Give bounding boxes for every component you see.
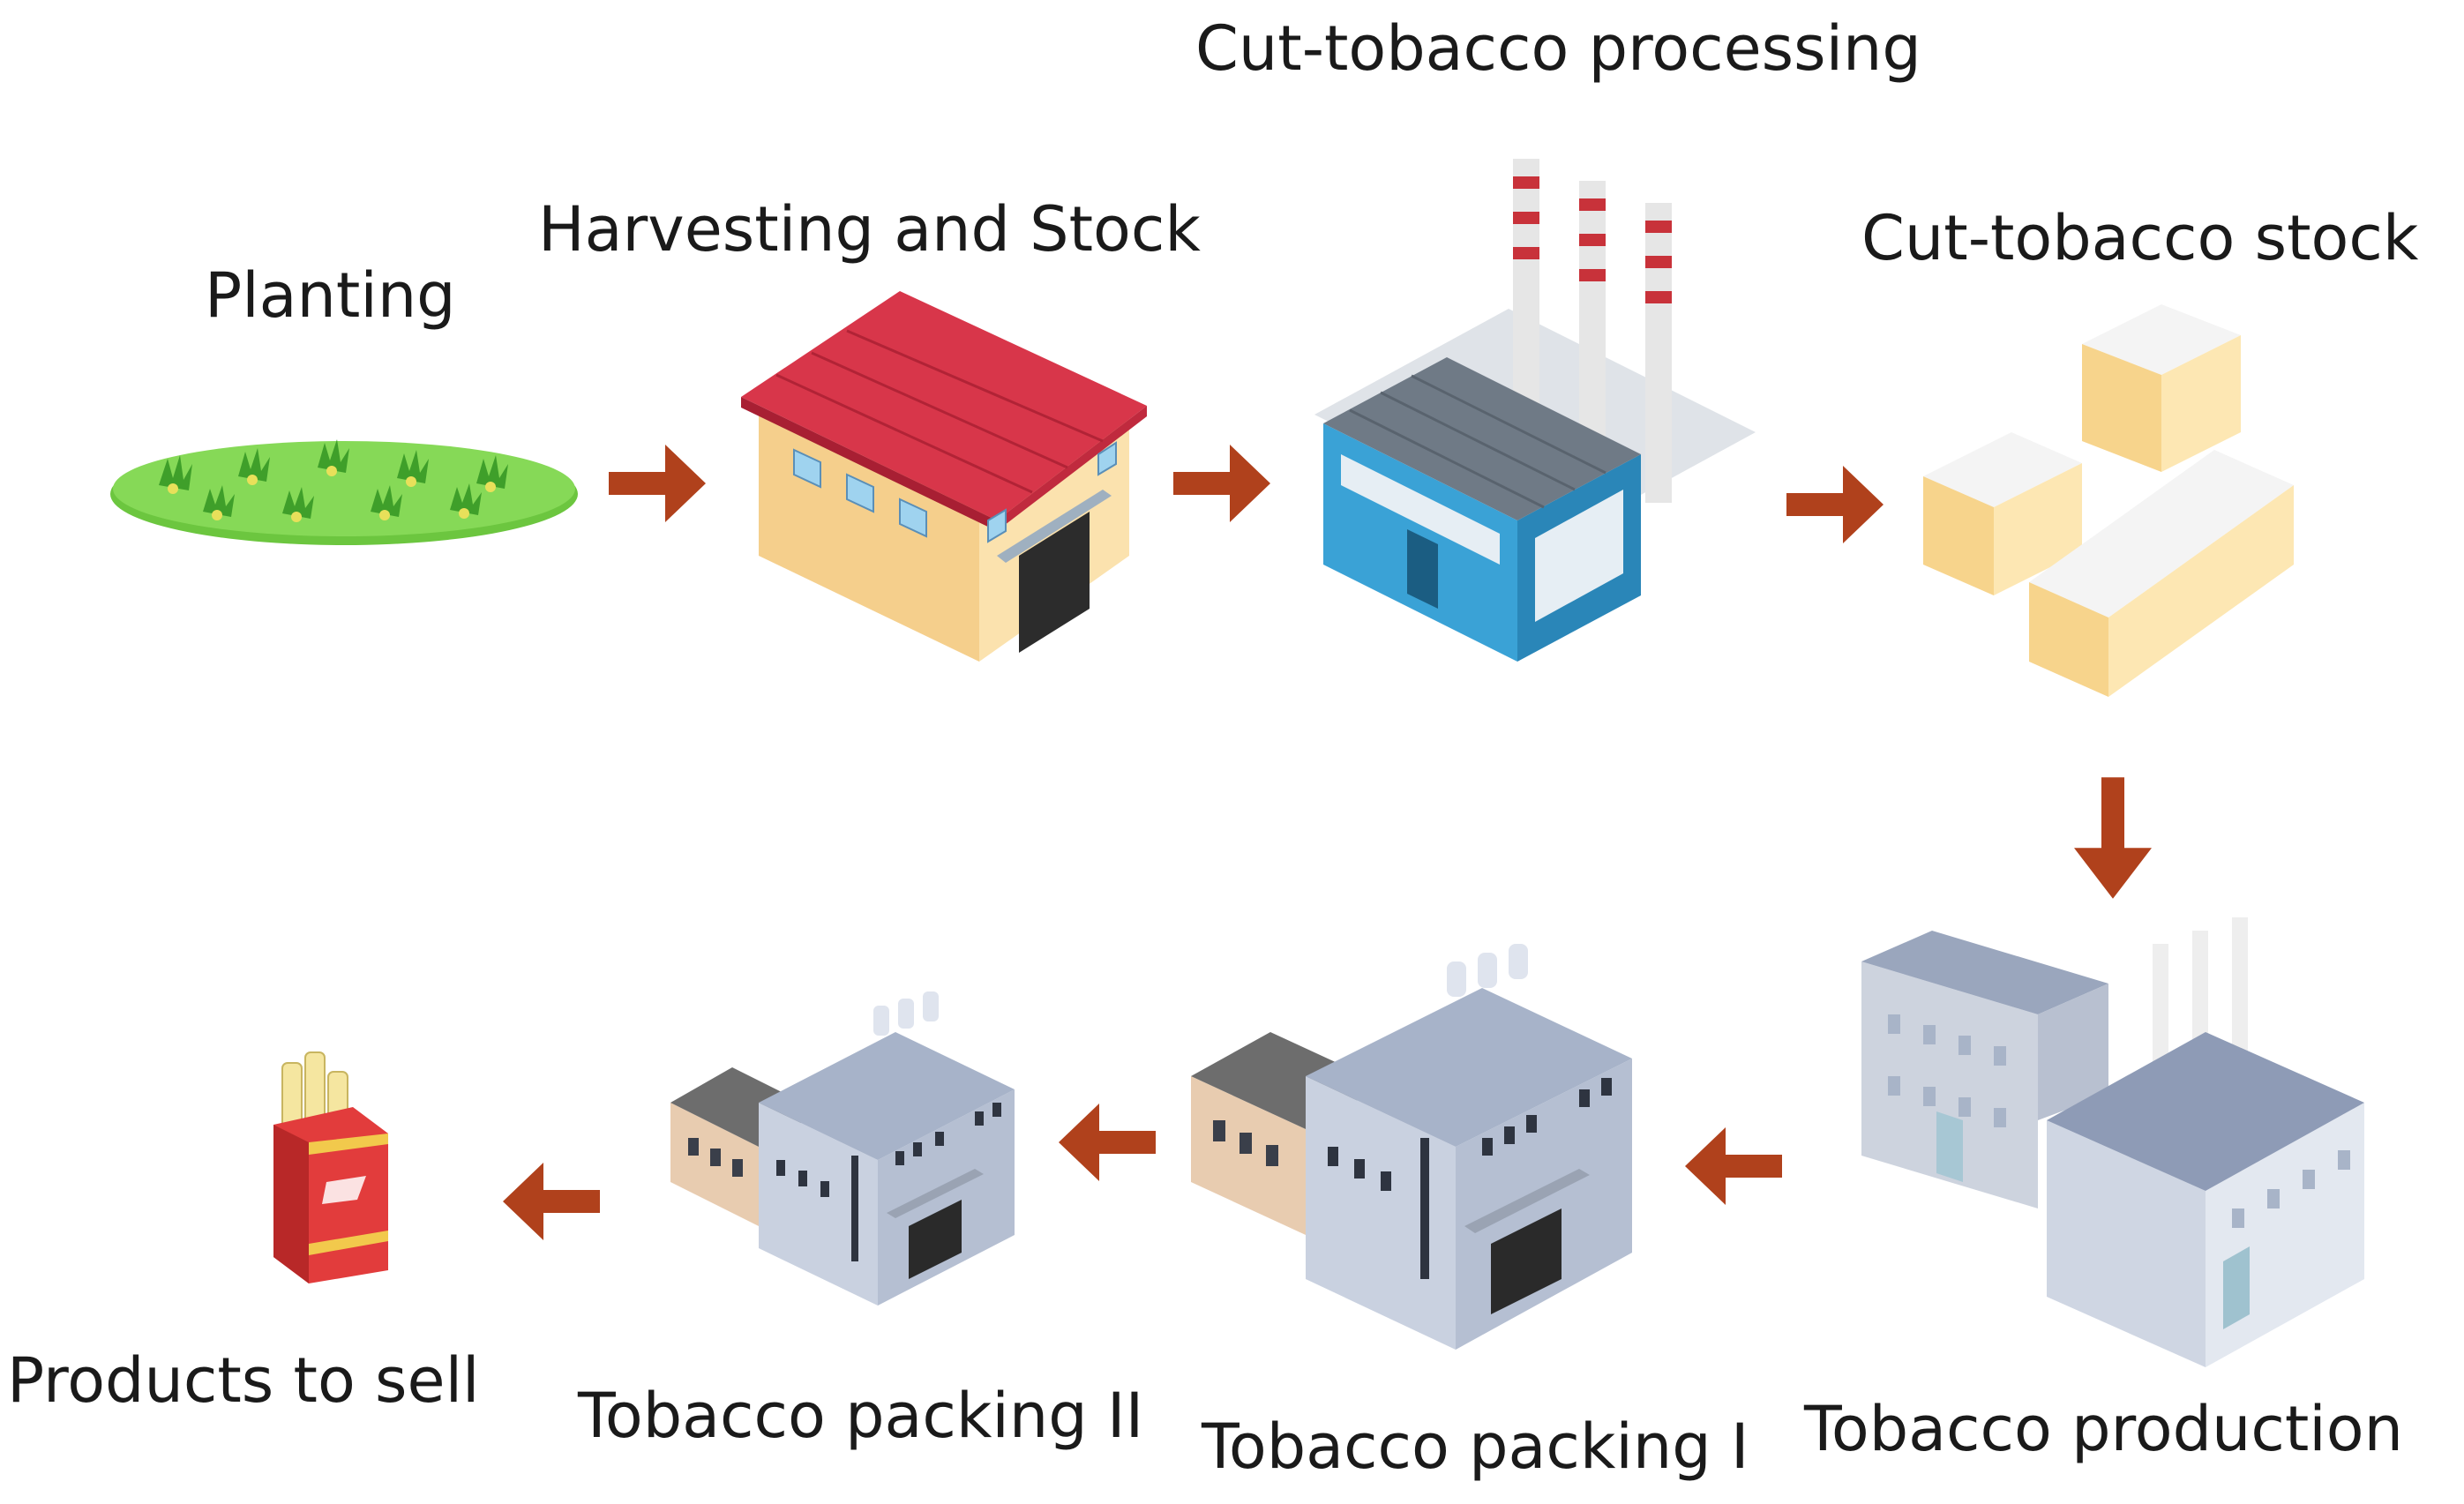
packing-2-building-icon bbox=[670, 991, 1015, 1306]
stock-boxes-icon bbox=[1923, 304, 2294, 697]
planting-field-icon bbox=[110, 439, 578, 545]
arrow-packing-1-to-packing-2 bbox=[1059, 1104, 1156, 1181]
arrow-harvesting-to-processing bbox=[1173, 445, 1270, 522]
arrow-packing-2-to-products bbox=[503, 1163, 600, 1240]
arrow-production-to-packing-1 bbox=[1685, 1127, 1782, 1205]
label-cut-processing: Cut-tobacco processing bbox=[1195, 12, 1921, 85]
label-products: Products to sell bbox=[7, 1344, 480, 1417]
label-production: Tobacco production bbox=[1804, 1393, 2403, 1465]
label-cut-stock: Cut-tobacco stock bbox=[1861, 202, 2419, 274]
production-building-icon bbox=[1861, 917, 2364, 1367]
label-planting: Planting bbox=[205, 259, 456, 332]
arrow-planting-to-harvesting bbox=[609, 445, 706, 522]
arrow-stock-to-production bbox=[2074, 777, 2152, 899]
cigarette-pack-icon bbox=[273, 1051, 388, 1283]
label-packing-1: Tobacco packing I bbox=[1202, 1410, 1749, 1483]
label-harvesting: Harvesting and Stock bbox=[538, 193, 1201, 266]
warehouse-icon bbox=[741, 291, 1147, 662]
packing-1-building-icon bbox=[1191, 944, 1632, 1350]
processing-plant-icon bbox=[1314, 159, 1756, 662]
arrow-processing-to-stock bbox=[1786, 466, 1884, 543]
label-packing-2: Tobacco packing II bbox=[578, 1380, 1144, 1452]
